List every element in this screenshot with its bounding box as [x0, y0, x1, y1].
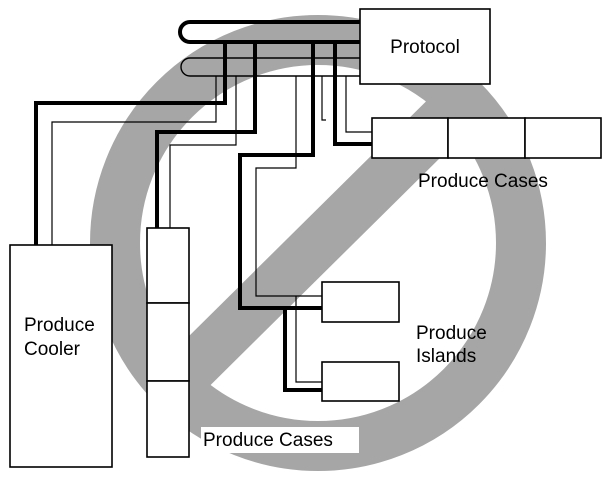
produce-islands-label-line2: Islands [416, 346, 476, 367]
produce-cases-left [146, 227, 190, 458]
islands-thin-line [255, 76, 322, 297]
produce-cases-right [371, 117, 602, 159]
produce-islands-label-line1: Produce [416, 323, 487, 344]
right-cases-thick-line [333, 42, 372, 146]
produce-cases-bottom-label: Produce Cases [203, 430, 333, 451]
lower-header-pipe [180, 57, 360, 77]
produce-cooler: Produce Cooler [9, 244, 113, 468]
cooler-thick-line [34, 42, 227, 245]
piping [34, 20, 372, 392]
produce-island-upper [321, 281, 400, 323]
produce-case-cell [447, 117, 526, 159]
left-cases-thick-line [155, 42, 257, 228]
produce-case-cell [371, 117, 449, 159]
protocol-box: Protocol [359, 8, 491, 85]
lower-island-thick-line [283, 308, 322, 392]
produce-cooler-label-line2: Cooler [24, 339, 81, 360]
cooler-thin-line [51, 76, 217, 245]
produce-islands [321, 281, 400, 402]
produce-cooler-label-line1: Produce [24, 315, 95, 336]
upper-header-pipe [178, 20, 360, 44]
produce-cases-bottom-label-bg [201, 427, 359, 453]
produce-island-lower [321, 361, 400, 402]
islands-thick-line [238, 42, 322, 310]
produce-case-cell [146, 380, 190, 458]
produce-cases-right-label: Produce Cases [418, 171, 548, 192]
protocol-label: Protocol [390, 37, 460, 58]
right-cases-thin-line-2 [321, 76, 326, 121]
lower-island-thin-line [295, 296, 322, 383]
produce-case-cell [146, 302, 190, 382]
produce-case-cell [146, 227, 190, 304]
produce-case-cell [524, 117, 602, 159]
left-cases-thin-line [169, 76, 237, 228]
right-cases-thin-line [345, 76, 372, 133]
